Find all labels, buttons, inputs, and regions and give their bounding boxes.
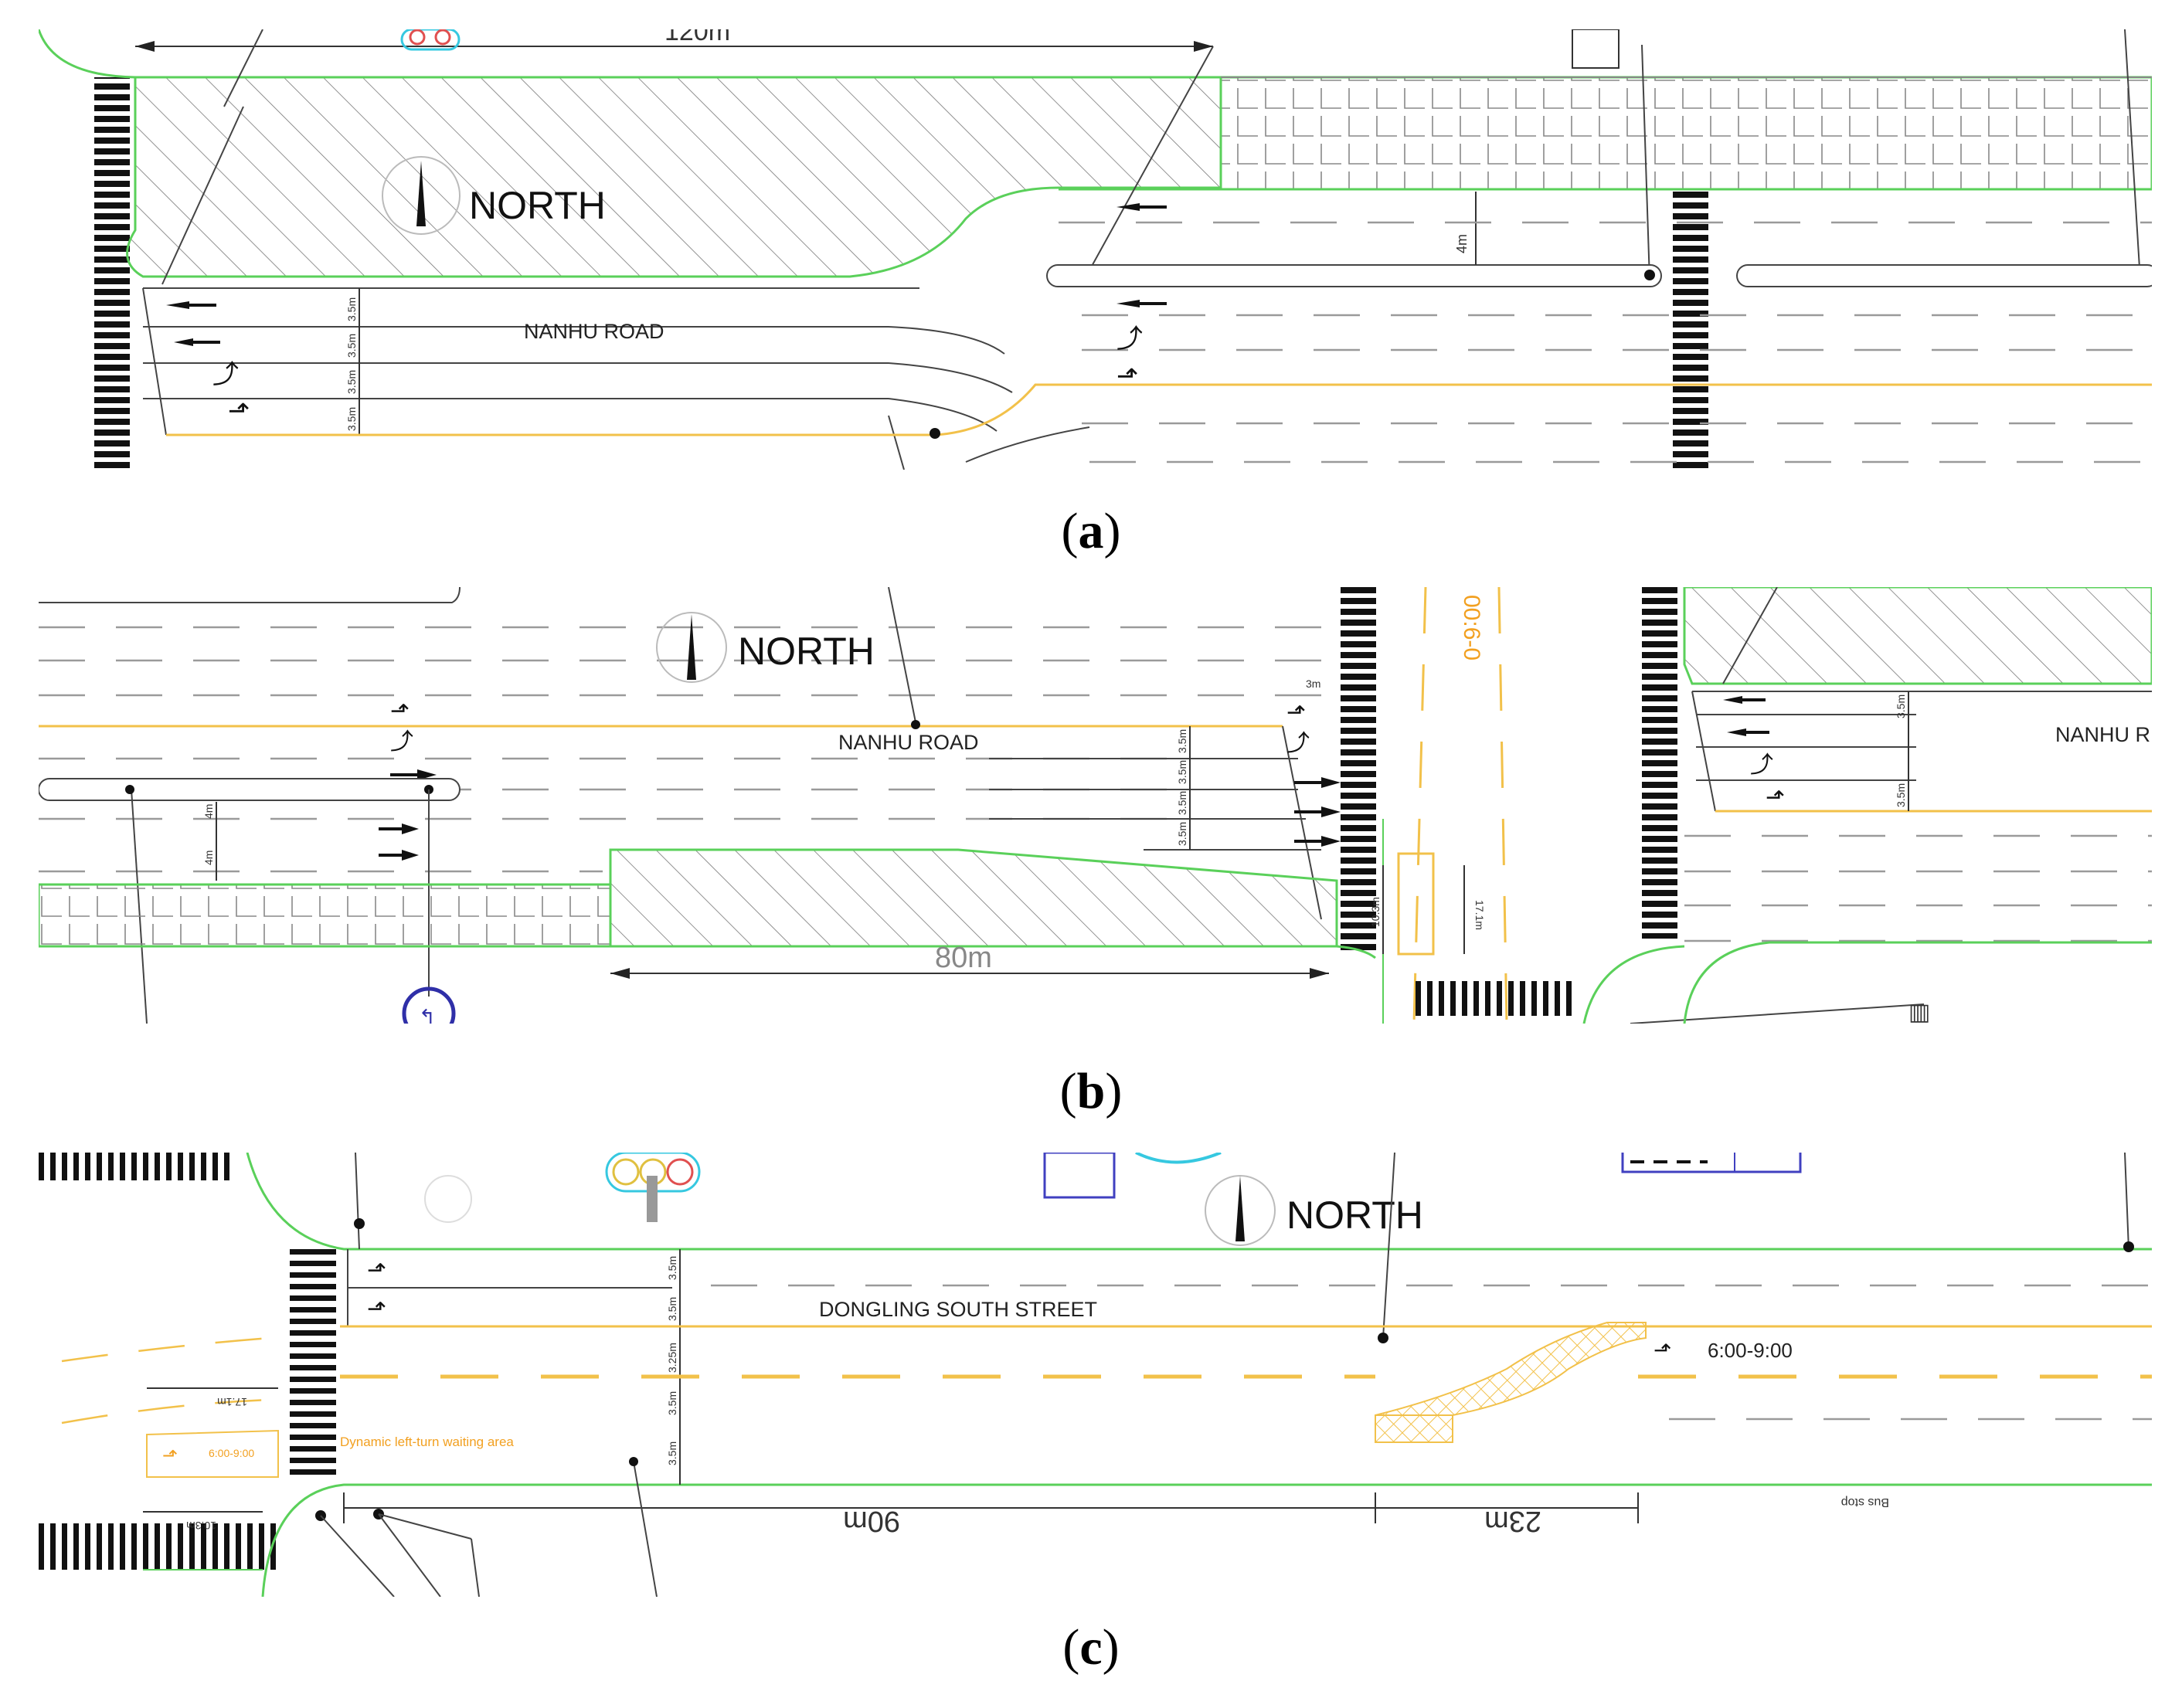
svg-text:3.5m: 3.5m: [345, 407, 358, 431]
sidewalk: [39, 883, 612, 948]
lane-arrow-icon: ⬏: [390, 698, 410, 724]
crosswalk: [1673, 192, 1708, 470]
lane-arrow-icon: ⬏: [162, 1445, 178, 1466]
road-name: NANHU ROAD: [524, 320, 664, 343]
center-line: [166, 383, 2152, 436]
median: [1046, 264, 1662, 287]
dimension-label: 90m: [843, 1505, 900, 1537]
crosswalk: [39, 1523, 276, 1570]
svg-text:3.5m: 3.5m: [345, 297, 358, 321]
svg-text:3.5m: 3.5m: [345, 334, 358, 358]
turn-sign-icon: ↰: [402, 986, 456, 1024]
svg-text:17.1m: 17.1m: [1473, 900, 1486, 930]
traffic-signal-icon: [400, 29, 461, 51]
sign-box: [1621, 1153, 1802, 1173]
waiting-time-label: 6:00-9:00: [209, 1447, 254, 1459]
north-label: NORTH: [738, 630, 875, 673]
svg-text:17.1m: 17.1m: [217, 1396, 247, 1408]
svg-text:3m: 3m: [1306, 677, 1320, 690]
crosswalk: [39, 1153, 229, 1180]
panel-c-drawing: NORTH ⬏ ⬏ 3.5m 3.5m 3.25m 3.5m 3.5m DONG…: [39, 1153, 2152, 1597]
lane-arrow-icon: ⤴: [1116, 324, 1143, 354]
svg-text:4m: 4m: [202, 851, 215, 865]
north-label: NORTH: [469, 184, 606, 227]
lane-arrow-icon: [166, 203, 1167, 346]
north-arrow-icon: [1205, 1175, 1276, 1246]
lane-arrow-icon: ⤴: [1750, 752, 1773, 778]
lane-arrow-icon: [379, 769, 1341, 861]
svg-text:3.5m: 3.5m: [1895, 694, 1907, 718]
road-name: NANHU R: [2055, 723, 2150, 746]
hatched-island: [609, 848, 1338, 948]
north-arrow-icon: [656, 612, 727, 683]
time-window-label: 00:6-0: [1459, 595, 1484, 660]
svg-text:3.5m: 3.5m: [1176, 729, 1188, 753]
sign-box: [1043, 1153, 1116, 1199]
crosswalk: [94, 77, 130, 470]
hatched-island: [1683, 587, 2152, 685]
svg-text:3.5m: 3.5m: [666, 1256, 678, 1280]
sidewalk: [1219, 76, 2152, 191]
lane-arrow-icon: ⤴: [212, 360, 239, 389]
median: [39, 778, 461, 801]
svg-text:3.5m: 3.5m: [1176, 760, 1188, 784]
svg-text:3.5m: 3.5m: [345, 370, 358, 394]
svg-text:3.5m: 3.5m: [666, 1441, 678, 1465]
svg-text:10.3m: 10.3m: [186, 1520, 216, 1532]
svg-text:4m: 4m: [202, 804, 215, 819]
lane-arrow-icon: [1723, 696, 1769, 736]
road-name: DONGLING SOUTH STREET: [819, 1298, 1097, 1321]
svg-text:3.5m: 3.5m: [1176, 822, 1188, 846]
lane-arrow-icon: ⬏: [1766, 785, 1785, 810]
caption-c: (c): [1062, 1619, 1120, 1676]
lane-arrow-icon: ⬏: [228, 396, 250, 426]
north-arrow-icon: [382, 156, 461, 235]
median: [1736, 264, 2152, 287]
sign-icon: ▥: [1908, 1000, 1930, 1024]
waiting-area-label: Dynamic left-turn waiting area: [340, 1435, 514, 1449]
svg-text:4m: 4m: [1454, 234, 1470, 253]
crosswalk: [1642, 587, 1677, 939]
svg-text:3.5m: 3.5m: [666, 1391, 678, 1415]
traffic-signal-icon: [605, 1153, 701, 1222]
svg-text:3.5m: 3.5m: [666, 1297, 678, 1321]
panel-c: NORTH ⬏ ⬏ 3.5m 3.5m 3.25m 3.5m 3.5m DONG…: [39, 1153, 2152, 1597]
sign-box: [1572, 29, 1620, 69]
lane-arrow-icon: ⬏: [1286, 700, 1306, 725]
svg-text:↰: ↰: [419, 1005, 436, 1024]
bus-stop-label: Bus stop: [1841, 1496, 1889, 1509]
road-name: NANHU ROAD: [838, 731, 979, 754]
lane-arrow-icon: ⤴: [390, 729, 413, 755]
lane-arrow-icon: ⬏: [1653, 1338, 1671, 1362]
svg-text:3.5m: 3.5m: [1176, 791, 1188, 815]
dimension-label: 80m: [935, 942, 992, 974]
waiting-area: [1397, 852, 1435, 956]
curb-corner: [39, 29, 136, 79]
caption-b: (b): [1059, 1063, 1123, 1119]
crosswalk: [1341, 587, 1376, 950]
svg-text:10.3m: 10.3m: [1369, 897, 1382, 927]
north-label: NORTH: [1286, 1194, 1423, 1237]
lane-arrow-icon: ⬏: [367, 1258, 386, 1283]
hatched-island: [126, 76, 1222, 278]
caption-a: (a): [1061, 503, 1121, 559]
panel-b-drawing: NORTH NANHU ROAD 3.5m 3.5m 3.5m 3.5m 3m …: [39, 587, 2152, 1024]
svg-text:3.5m: 3.5m: [1895, 783, 1907, 807]
crosswalk: [290, 1249, 336, 1475]
dimension-label: 23m: [1484, 1505, 1541, 1537]
panel-a: 120m NORTH 4m 3.5m 3.5m 3.5m 3.5m: [39, 29, 2152, 470]
panel-b: NORTH NANHU ROAD 3.5m 3.5m 3.5m 3.5m 3m …: [39, 587, 2152, 1024]
panel-a-drawing: 120m NORTH 4m 3.5m 3.5m 3.5m 3.5m: [39, 29, 2152, 470]
time-window-label: 6:00-9:00: [1708, 1339, 1793, 1362]
svg-text:3.25m: 3.25m: [666, 1343, 678, 1373]
lane-arrow-icon: ⤴: [1286, 731, 1310, 756]
lane-arrow-icon: ⬏: [1116, 362, 1138, 391]
lane-arrow-icon: ⬏: [367, 1296, 386, 1322]
dimension-label: 120m: [664, 29, 730, 46]
dynamic-waiting-area: [1375, 1322, 1647, 1416]
